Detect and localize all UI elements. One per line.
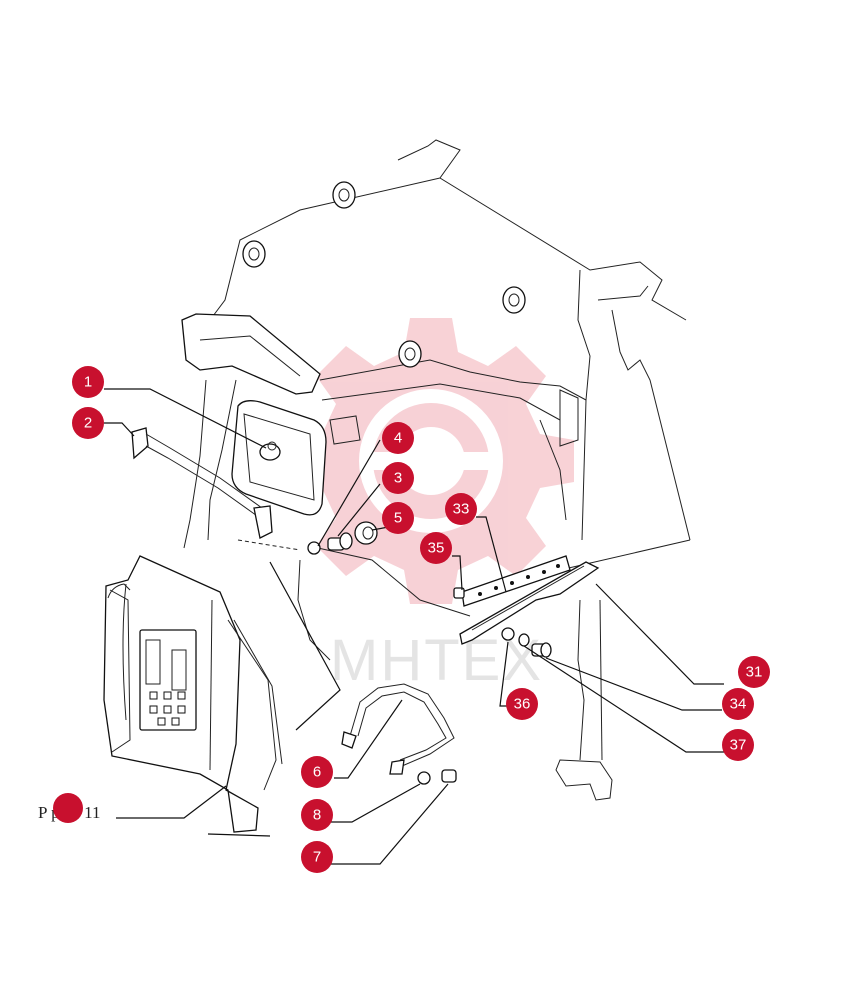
callout-badge-5[interactable]: 5 bbox=[382, 502, 414, 534]
control-console bbox=[103, 555, 283, 833]
svg-text:3: 3 bbox=[394, 470, 402, 487]
leader-lines bbox=[104, 388, 724, 865]
callout-badges: 1 2 4 3 5 33 35 31 34 36 37 6 8 7 bbox=[53, 366, 770, 873]
svg-text:1: 1 bbox=[84, 374, 92, 391]
callout-badge-37[interactable]: 37 bbox=[722, 729, 754, 761]
svg-text:6: 6 bbox=[313, 764, 321, 781]
reference-badge[interactable] bbox=[53, 793, 83, 823]
svg-text:36: 36 bbox=[514, 696, 531, 713]
callout-badge-8[interactable]: 8 bbox=[301, 799, 333, 831]
callout-badge-3[interactable]: 3 bbox=[382, 462, 414, 494]
grab-handle-part bbox=[341, 683, 455, 775]
callout-badge-35[interactable]: 35 bbox=[420, 532, 452, 564]
svg-text:34: 34 bbox=[730, 696, 747, 713]
lifting-eye-icon bbox=[242, 181, 526, 368]
slotted-bracket-part bbox=[453, 555, 571, 607]
svg-text:31: 31 bbox=[746, 664, 763, 681]
rail-part bbox=[459, 561, 600, 645]
callout-badge-2[interactable]: 2 bbox=[72, 407, 104, 439]
callout-badge-31[interactable]: 31 bbox=[738, 656, 770, 688]
callout-badge-6[interactable]: 6 bbox=[301, 756, 333, 788]
callout-badge-1[interactable]: 1 bbox=[72, 366, 104, 398]
svg-text:8: 8 bbox=[313, 807, 321, 824]
svg-text:4: 4 bbox=[394, 430, 402, 447]
mirror-arm-part bbox=[131, 427, 301, 551]
svg-text:5: 5 bbox=[394, 510, 402, 527]
mirror-part bbox=[231, 400, 327, 516]
svg-text:2: 2 bbox=[84, 415, 92, 432]
nut-bolt-parts bbox=[417, 769, 457, 785]
callout-badge-36[interactable]: 36 bbox=[506, 688, 538, 720]
callout-badge-34[interactable]: 34 bbox=[722, 688, 754, 720]
svg-text:33: 33 bbox=[453, 501, 470, 518]
upper-bracket bbox=[181, 313, 321, 395]
callout-badge-33[interactable]: 33 bbox=[445, 493, 477, 525]
svg-text:7: 7 bbox=[313, 849, 321, 866]
svg-text:35: 35 bbox=[428, 540, 445, 557]
svg-text:37: 37 bbox=[730, 737, 747, 754]
callout-badge-7[interactable]: 7 bbox=[301, 841, 333, 873]
fastener-parts bbox=[307, 521, 378, 555]
callout-badge-4[interactable]: 4 bbox=[382, 422, 414, 454]
